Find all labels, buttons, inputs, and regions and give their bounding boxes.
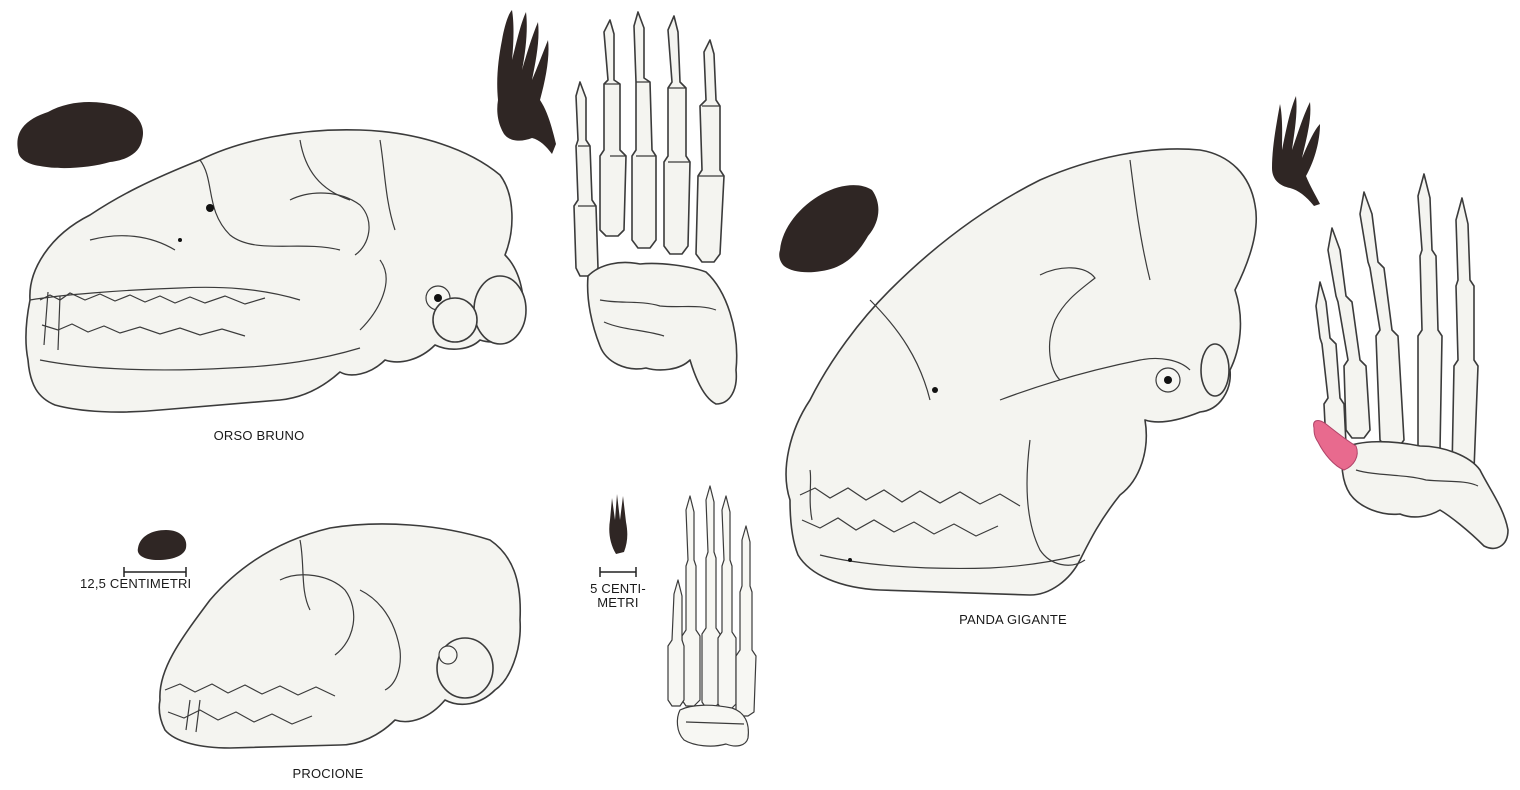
raccoon-paw-silhouette xyxy=(609,494,627,554)
brown-bear-skull xyxy=(26,130,526,412)
giant-panda-group xyxy=(779,96,1508,595)
skull-scale-label: 12,5 CENTIMETRI xyxy=(80,576,191,591)
raccoon-label: PROCIONE xyxy=(293,766,364,781)
paw-scale-label-line1: 5 CENTI- xyxy=(590,582,646,596)
brown-bear-head-silhouette xyxy=(17,102,143,168)
raccoon-head-silhouette xyxy=(138,530,187,560)
paw-scale-label: 5 CENTI- METRI xyxy=(590,582,646,610)
paw-scale-bar xyxy=(600,567,636,577)
brown-bear-foot-skeleton xyxy=(574,12,737,404)
giant-panda-label: PANDA GIGANTE xyxy=(959,612,1067,627)
brown-bear-label: ORSO BRUNO xyxy=(214,428,305,443)
brown-bear-group xyxy=(17,10,736,412)
raccoon-skull xyxy=(159,524,520,748)
paw-scale-label-line2: METRI xyxy=(590,596,646,610)
giant-panda-paw-silhouette xyxy=(1272,96,1320,206)
giant-panda-head-silhouette xyxy=(779,185,878,272)
raccoon-foot-skeleton xyxy=(668,486,756,746)
giant-panda-foot-skeleton xyxy=(1314,174,1508,548)
brown-bear-paw-silhouette xyxy=(497,10,556,154)
raccoon-group xyxy=(124,486,756,748)
